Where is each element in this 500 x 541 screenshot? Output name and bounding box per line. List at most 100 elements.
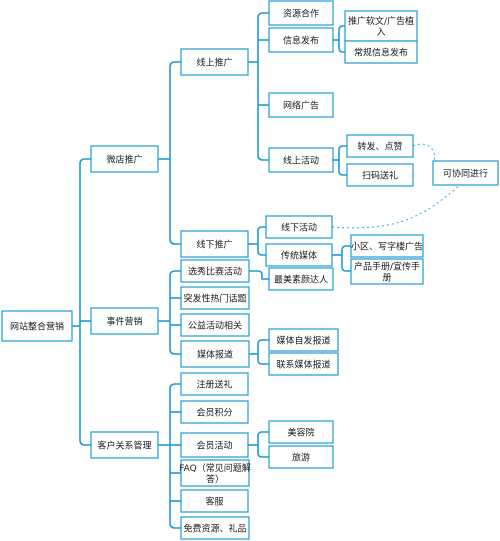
node-b2-c5: 免费资源、礼品 <box>180 516 250 540</box>
node-box <box>180 400 249 424</box>
node-label: 美容院 <box>287 427 314 439</box>
offline-conn-branch-0 <box>257 226 266 232</box>
node-label: 可协同进行 <box>443 168 488 180</box>
node-label: 转发、点赞 <box>357 141 402 153</box>
node-b0-c1: 线下推广 <box>180 230 249 258</box>
member-conn-branch-0 <box>257 431 269 437</box>
node-b2-c1: 会员积分 <box>180 400 249 424</box>
node-label: 常规信息发布 <box>354 47 408 59</box>
node-b1-c3: 媒体报道 <box>180 340 250 368</box>
onlineact-conn-branch-0 <box>338 145 347 151</box>
node-box <box>90 307 159 335</box>
node-box <box>344 10 418 42</box>
onlineact-conn-branch-1 <box>338 170 347 176</box>
node-box <box>268 92 334 118</box>
node-b1-c3-c0: 媒体自发报道 <box>268 328 339 352</box>
node-box <box>180 313 250 337</box>
tradmedia-conn-branch-1 <box>341 266 351 272</box>
connectors <box>72 12 461 529</box>
node-b1-c2: 公益活动相关 <box>180 313 250 337</box>
node-label: 线上活动 <box>283 155 319 167</box>
node-box <box>265 243 333 267</box>
info-conn-branch-1 <box>338 47 345 53</box>
dash-offline <box>331 184 461 229</box>
node-box <box>180 340 250 368</box>
node-label: 微店推广 <box>106 154 142 166</box>
node-b2-c4: 客服 <box>180 489 249 513</box>
node-label: 小区、写字楼广告 <box>351 241 423 253</box>
node-b0-c0-c2: 网络广告 <box>268 92 334 118</box>
node-b1-c3-c1: 联系媒体报道 <box>268 352 339 376</box>
node-box <box>268 267 334 291</box>
crm-conn-branch-0 <box>169 383 181 390</box>
weidian-conn-branch-1 <box>169 238 181 245</box>
root-conn-branch-0 <box>79 158 91 165</box>
offline-conn-branch-1 <box>257 250 266 256</box>
node-b0-c0-c1: 信息发布 <box>268 27 334 53</box>
node-b0-c0-c1-c0: 推广软文/广告植入 <box>344 10 418 42</box>
node-b0-c0-c0: 资源合作 <box>268 0 334 26</box>
node-b1-c0: 选秀比赛活动 <box>180 259 250 283</box>
root-node: 网站整合营销 <box>1 310 73 342</box>
node-label: 免费资源、礼品 <box>183 523 246 535</box>
node-label: 客户关系管理 <box>97 440 151 452</box>
node-label: 传统媒体 <box>281 250 317 262</box>
crm-conn-branch-5 <box>169 522 181 529</box>
node-label: 旅游 <box>292 452 310 464</box>
node-box <box>180 286 250 310</box>
media-conn-branch-0 <box>257 339 269 345</box>
node-label: 事件营销 <box>106 316 142 328</box>
node-label: 信息发布 <box>283 35 319 47</box>
node-label: 会员活动 <box>196 440 232 452</box>
talent-conn <box>249 270 269 280</box>
node-b0-c1-c1: 传统媒体 <box>265 243 333 267</box>
root-conn-branch-2 <box>79 439 91 446</box>
node-box <box>268 328 339 352</box>
node-box <box>346 134 414 158</box>
node-label: 选秀比赛活动 <box>188 266 242 278</box>
node-b1: 事件营销 <box>90 307 159 335</box>
node-label: 扫码送礼 <box>362 170 398 182</box>
node-box <box>350 234 424 258</box>
node-b0: 微店推广 <box>90 145 159 173</box>
tradmedia-conn-branch-0 <box>341 245 351 251</box>
node-box <box>268 352 339 376</box>
node-b2: 客户关系管理 <box>90 431 159 459</box>
node-box <box>90 145 159 173</box>
node-box <box>1 310 73 342</box>
member-conn-branch-1 <box>257 452 269 458</box>
node-box <box>268 0 334 26</box>
node-b2-c2-c1: 旅游 <box>268 445 334 469</box>
node-label: 媒体报道 <box>197 349 233 361</box>
node-label: 最美素颜达人 <box>274 274 328 286</box>
media-conn-branch-1 <box>257 359 269 365</box>
node-b1-c1: 突发性热门话题 <box>180 286 250 310</box>
node-label: 注册送礼 <box>196 379 232 391</box>
node-label: FAQ（常见问题解答） <box>179 462 250 485</box>
node-b0-c0-c3-c0: 转发、点赞 <box>346 134 414 158</box>
dash-repost <box>412 143 435 169</box>
info-conn-branch-0 <box>338 25 345 31</box>
node-box <box>180 259 250 283</box>
node-label: 线下活动 <box>281 222 317 234</box>
node-label: 产品手册/宣传手册 <box>354 261 420 284</box>
node-box <box>180 459 250 487</box>
weidian-conn-branch-0 <box>169 61 181 68</box>
node-box <box>90 431 159 459</box>
node-label: 公益活动相关 <box>188 320 242 332</box>
node-label: 资源合作 <box>283 8 319 20</box>
node-box <box>268 420 334 444</box>
node-b2-c2-c0: 美容院 <box>268 420 334 444</box>
node-b0-c0: 线上推广 <box>180 48 249 76</box>
node-b0-c0-c1-c1: 常规信息发布 <box>344 40 418 64</box>
node-box <box>265 215 333 239</box>
node-box <box>180 372 249 396</box>
node-b0-c1-c1-c1: 产品手册/宣传手册 <box>350 258 424 285</box>
node-box <box>180 432 249 458</box>
node-box <box>268 147 334 173</box>
node-box <box>268 445 334 469</box>
node-box <box>344 40 418 64</box>
node-label: 客服 <box>205 496 223 508</box>
node-box <box>180 489 249 513</box>
